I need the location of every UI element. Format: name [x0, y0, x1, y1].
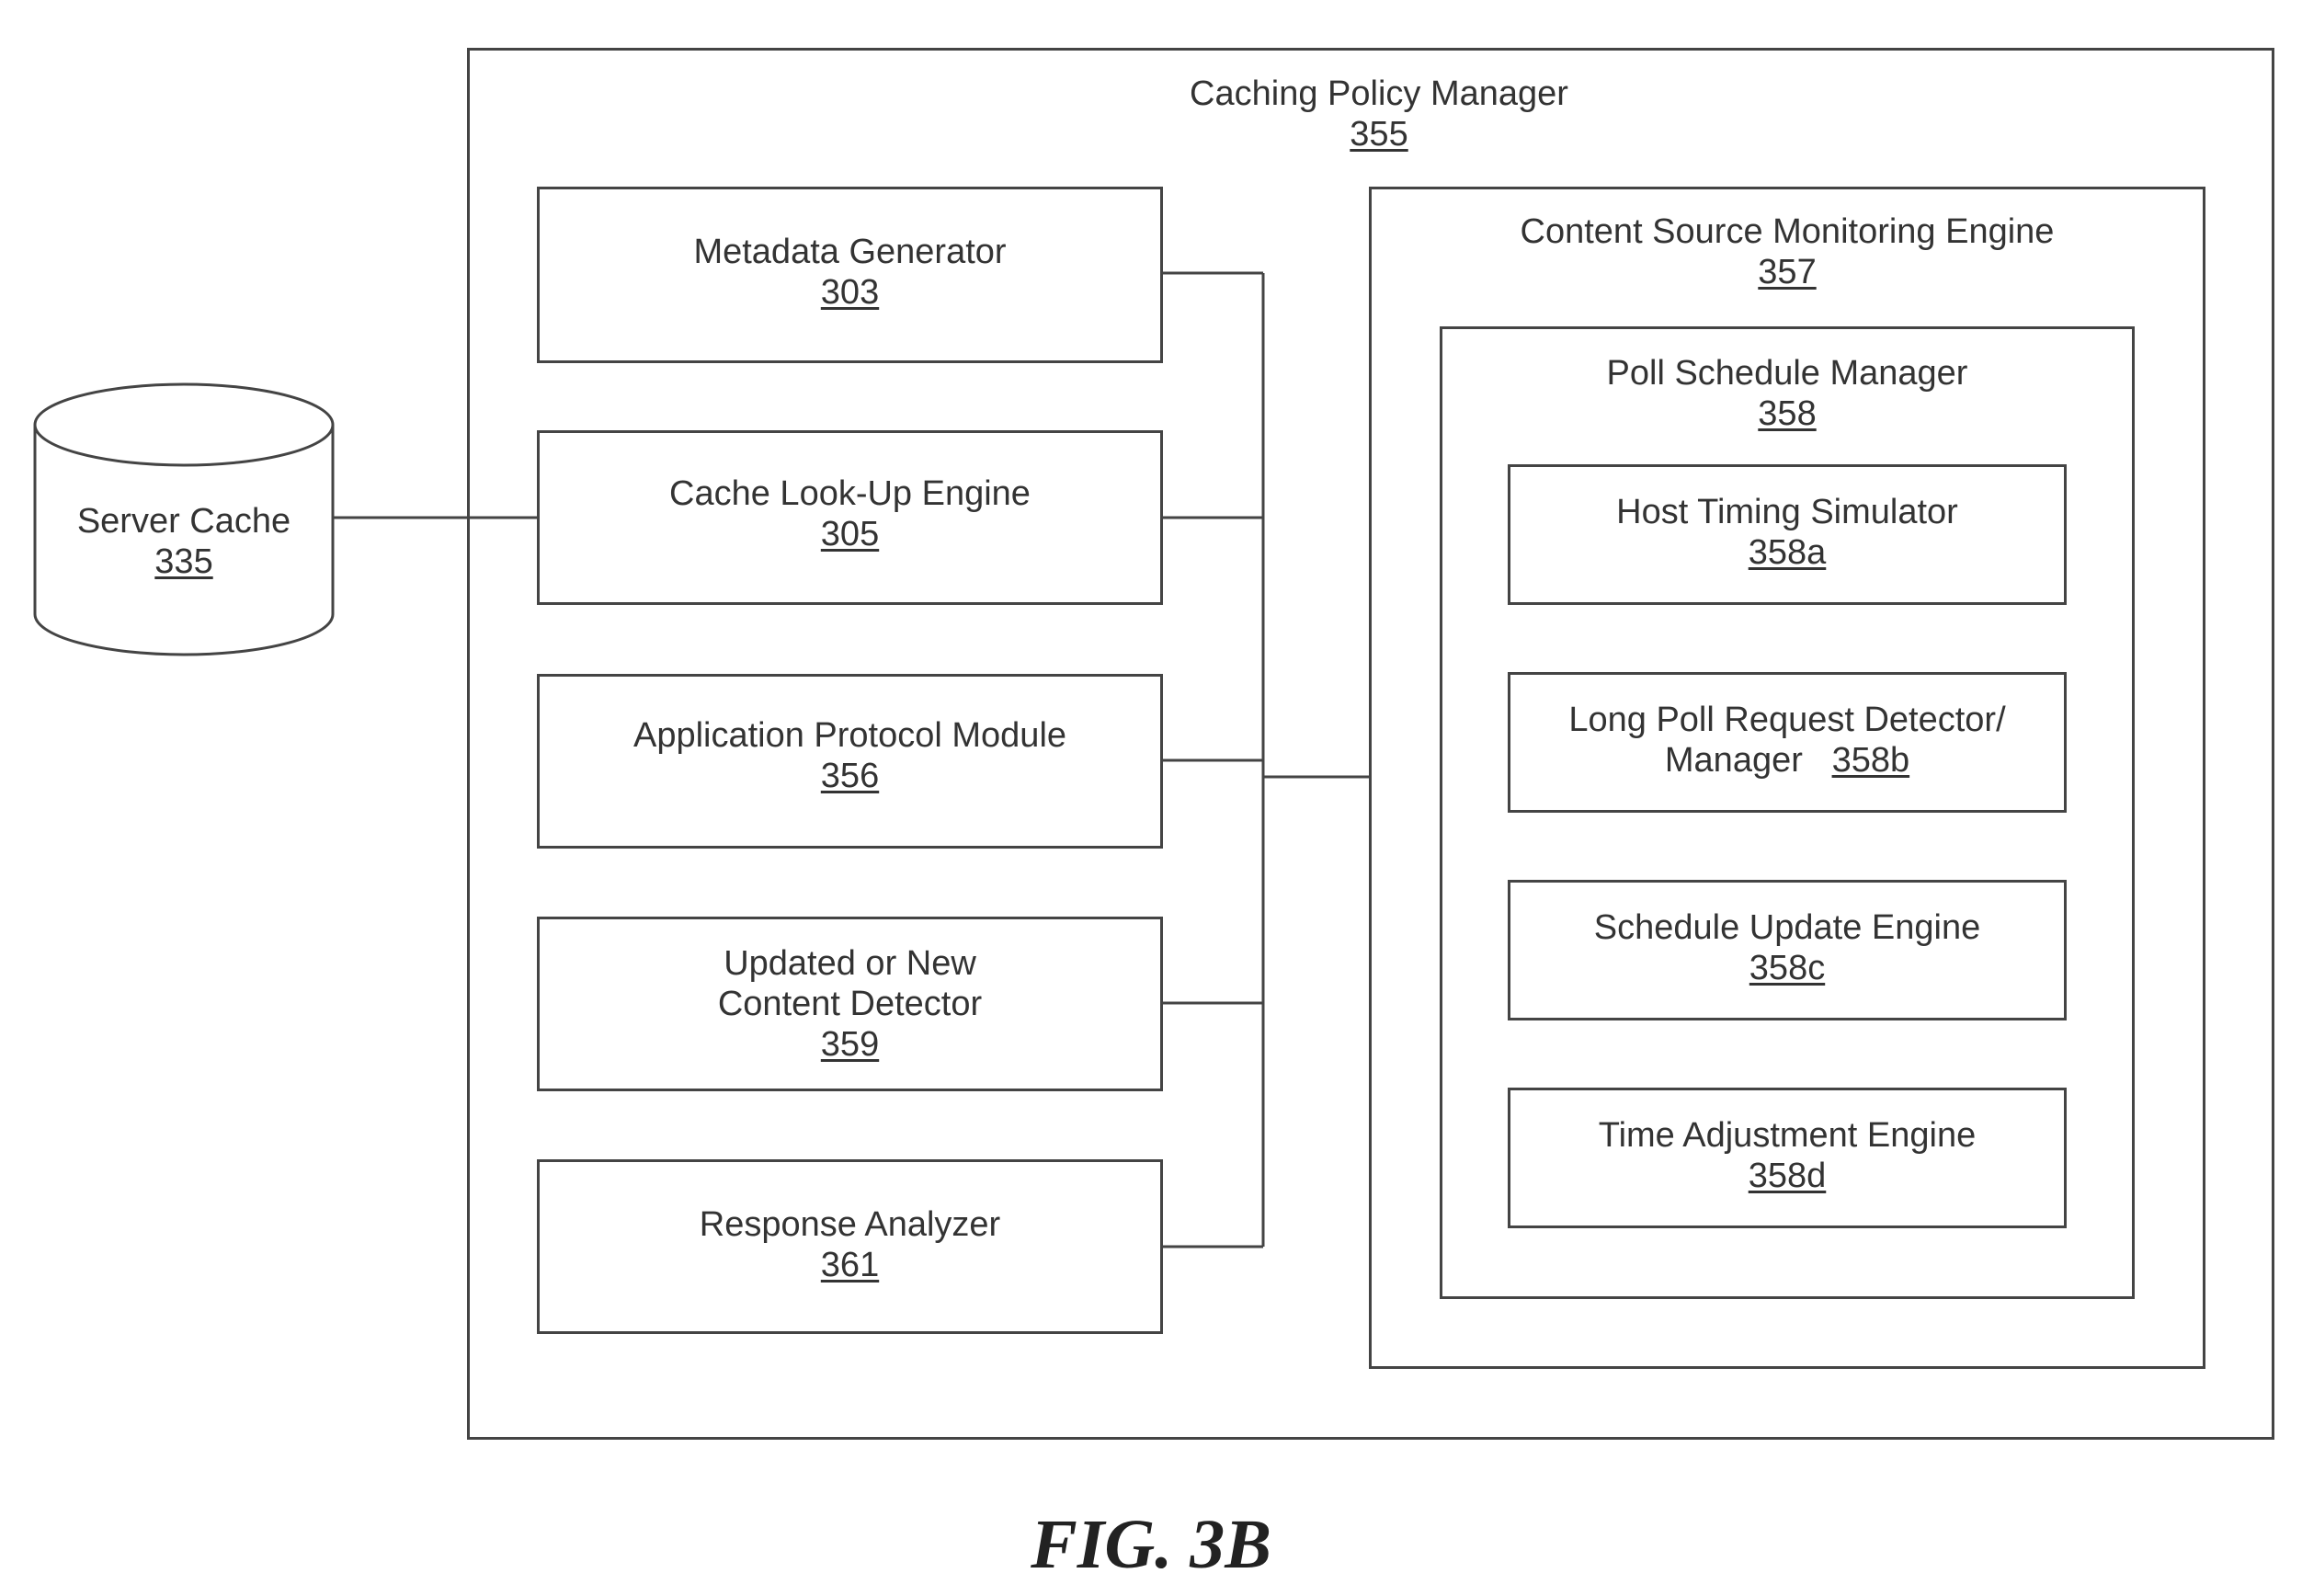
- content-detector-title-line2: Content Detector: [537, 984, 1163, 1024]
- metadata-generator-ref: 303: [537, 272, 1163, 313]
- content-detector-title-line1: Updated or New: [537, 943, 1163, 984]
- time-adjustment-engine-title: Time Adjustment Engine: [1508, 1115, 2067, 1156]
- long-poll-request-detector-line2: Manager 358b: [1508, 740, 2067, 781]
- caching-policy-manager-ref: 355: [1057, 114, 1701, 154]
- host-timing-simulator-title: Host Timing Simulator: [1508, 492, 2067, 532]
- cache-lookup-engine-ref: 305: [537, 514, 1163, 554]
- content-detector-ref: 359: [537, 1024, 1163, 1065]
- metadata-generator-title: Metadata Generator: [537, 232, 1163, 272]
- response-analyzer-title: Response Analyzer: [537, 1204, 1163, 1245]
- application-protocol-module-ref: 356: [537, 756, 1163, 796]
- content-source-monitoring-engine-ref: 357: [1369, 252, 2205, 292]
- cache-lookup-engine-label: Cache Look-Up Engine 305: [537, 473, 1163, 554]
- caching-policy-manager-label: Caching Policy Manager 355: [1057, 74, 1701, 154]
- long-poll-request-detector-label: Long Poll Request Detector/ Manager 358b: [1508, 700, 2067, 781]
- application-protocol-module-title: Application Protocol Module: [537, 715, 1163, 756]
- time-adjustment-engine-ref: 358d: [1508, 1156, 2067, 1196]
- schedule-update-engine-label: Schedule Update Engine 358c: [1508, 907, 2067, 988]
- figure-caption: FIG. 3B: [0, 1508, 2302, 1581]
- poll-schedule-manager-ref: 358: [1440, 393, 2135, 434]
- server-cache-label: Server Cache 335: [35, 501, 333, 582]
- schedule-update-engine-ref: 358c: [1508, 948, 2067, 988]
- host-timing-simulator-label: Host Timing Simulator 358a: [1508, 492, 2067, 573]
- content-source-monitoring-engine-title: Content Source Monitoring Engine: [1369, 211, 2205, 252]
- content-source-monitoring-engine-label: Content Source Monitoring Engine 357: [1369, 211, 2205, 292]
- poll-schedule-manager-label: Poll Schedule Manager 358: [1440, 353, 2135, 434]
- response-analyzer-ref: 361: [537, 1245, 1163, 1285]
- cache-lookup-engine-title: Cache Look-Up Engine: [537, 473, 1163, 514]
- metadata-generator-label: Metadata Generator 303: [537, 232, 1163, 313]
- long-poll-request-detector-title-line1: Long Poll Request Detector/: [1508, 700, 2067, 740]
- long-poll-request-detector-title-line2: Manager: [1665, 741, 1803, 780]
- application-protocol-module-label: Application Protocol Module 356: [537, 715, 1163, 796]
- server-cache-title: Server Cache: [35, 501, 333, 542]
- long-poll-request-detector-ref: 358b: [1832, 741, 1910, 780]
- server-cache-ref: 335: [35, 542, 333, 582]
- caching-policy-manager-title: Caching Policy Manager: [1057, 74, 1701, 114]
- poll-schedule-manager-title: Poll Schedule Manager: [1440, 353, 2135, 393]
- time-adjustment-engine-label: Time Adjustment Engine 358d: [1508, 1115, 2067, 1196]
- content-detector-label: Updated or New Content Detector 359: [537, 943, 1163, 1065]
- host-timing-simulator-ref: 358a: [1508, 532, 2067, 573]
- response-analyzer-label: Response Analyzer 361: [537, 1204, 1163, 1285]
- schedule-update-engine-title: Schedule Update Engine: [1508, 907, 2067, 948]
